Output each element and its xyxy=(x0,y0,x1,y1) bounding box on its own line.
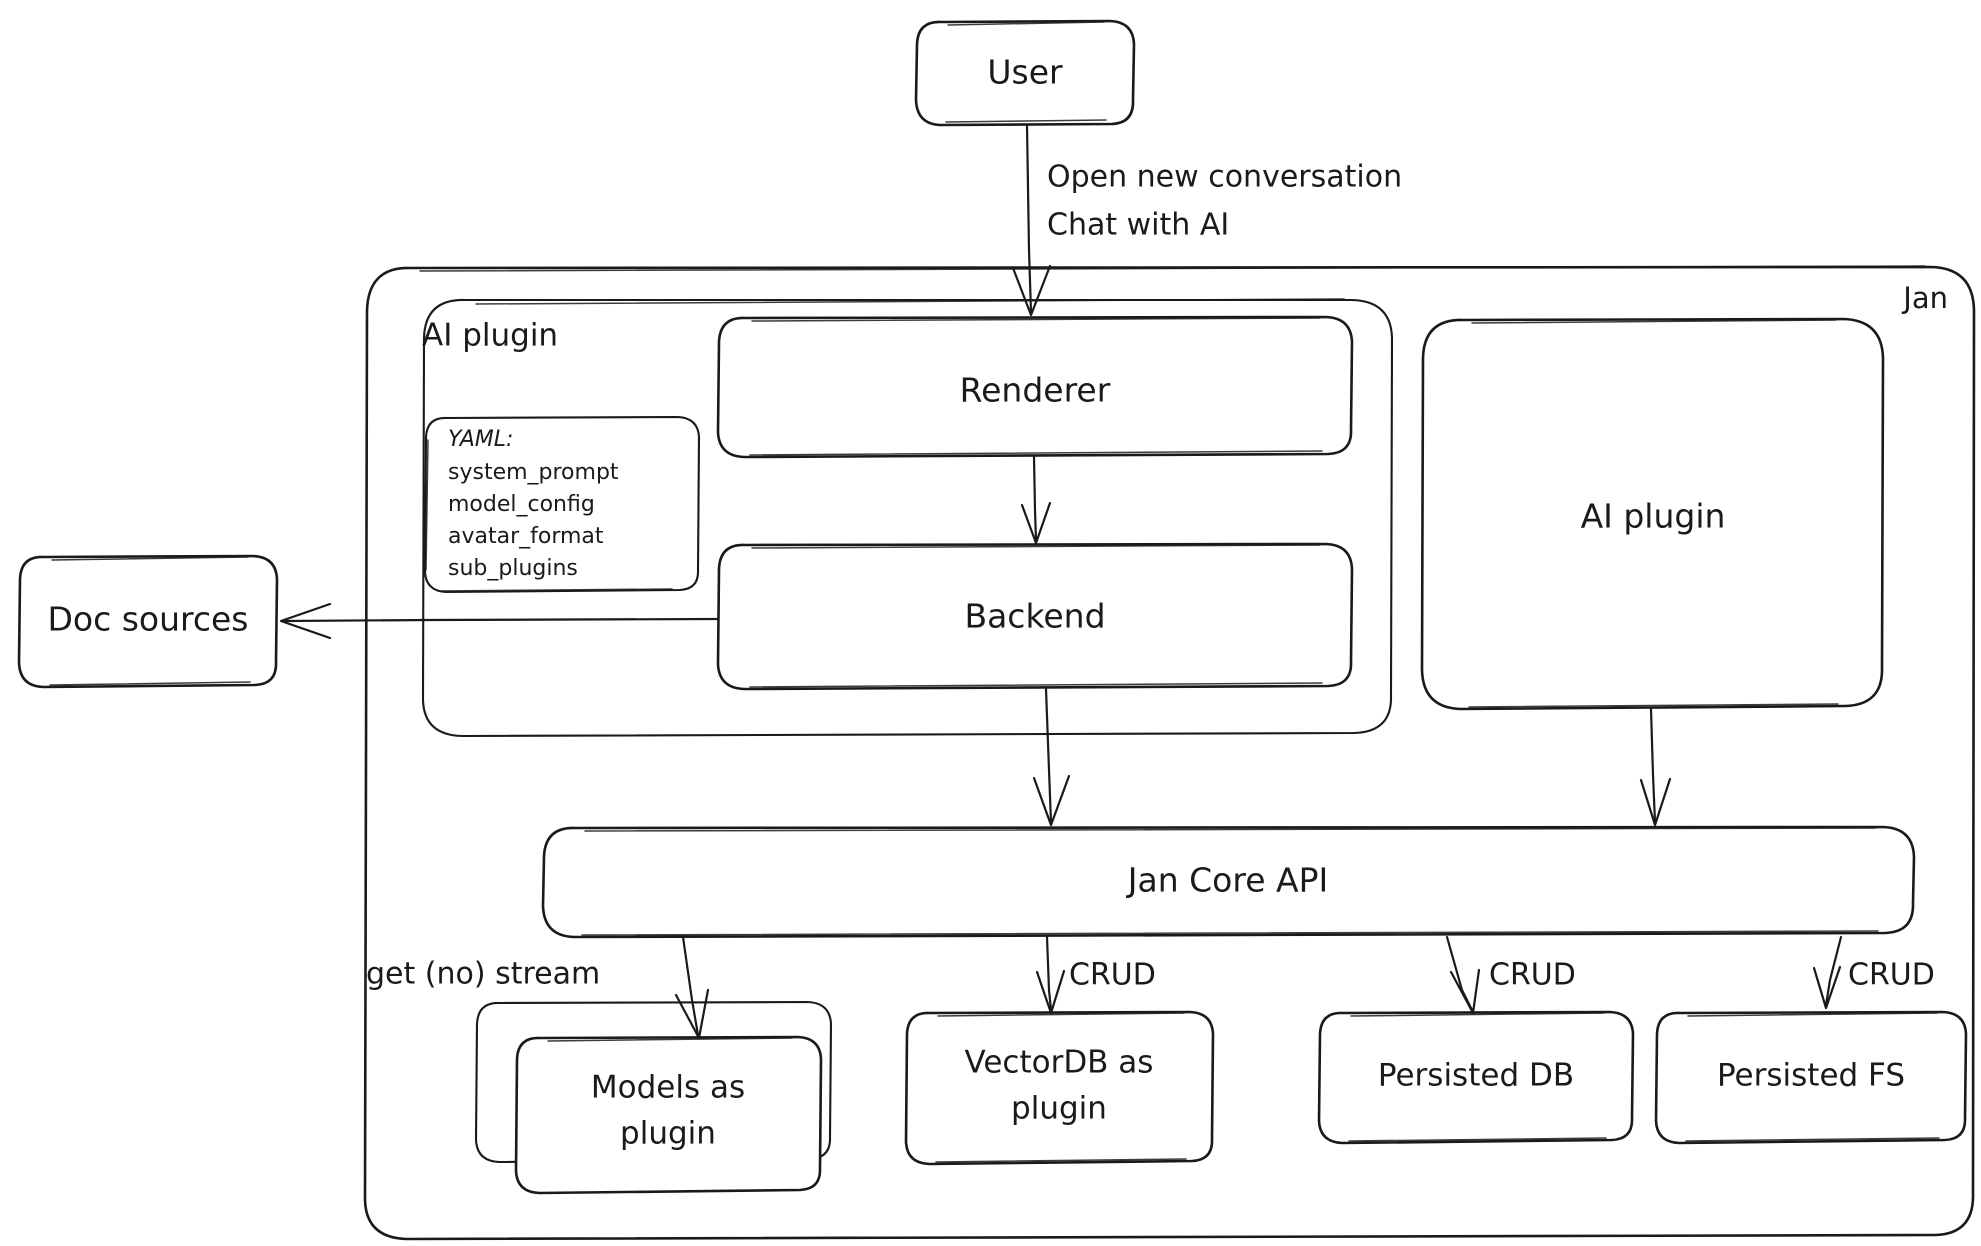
jan-container-label: Jan xyxy=(1901,281,1948,315)
ai-plugin-box[interactable]: AI plugin xyxy=(1420,317,1885,711)
renderer-node-label: Renderer xyxy=(960,371,1111,410)
doc-sources-node-label: Doc sources xyxy=(47,600,248,639)
persisted-db-node[interactable]: Persisted DB xyxy=(1317,1010,1635,1145)
ai-plugin-group-label: AI plugin xyxy=(422,318,558,354)
models-plugin-node-label-line2: plugin xyxy=(620,1116,716,1152)
vectordb-plugin-node[interactable]: VectorDB as plugin xyxy=(904,1010,1215,1166)
renderer-node[interactable]: Renderer xyxy=(716,315,1354,459)
edge-core-to-vectordb: CRUD xyxy=(1035,935,1156,1015)
models-plugin-node-label-line1: Models as xyxy=(591,1070,745,1106)
jan-core-api-node[interactable]: Jan Core API xyxy=(541,825,1916,939)
yaml-note-box[interactable]: YAML: system_prompt model_config avatar_… xyxy=(423,415,701,594)
user-node-label: User xyxy=(987,53,1063,92)
edge-renderer-to-backend xyxy=(1020,455,1052,545)
persisted-fs-node[interactable]: Persisted FS xyxy=(1654,1010,1968,1145)
yaml-note-line-1: model_config xyxy=(448,492,595,517)
yaml-note-line-2: avatar_format xyxy=(448,524,604,549)
edge-core-to-models-label: get (no) stream xyxy=(366,957,600,992)
yaml-note-title: YAML: xyxy=(448,427,513,452)
backend-node-label: Backend xyxy=(964,597,1105,636)
jan-core-api-node-label: Jan Core API xyxy=(1126,861,1328,900)
vectordb-plugin-node-label-line1: VectorDB as xyxy=(965,1045,1154,1081)
edge-core-to-vectordb-label: CRUD xyxy=(1069,958,1156,993)
edge-backend-to-core xyxy=(1032,687,1071,827)
edge-user-to-renderer-label-line2: Chat with AI xyxy=(1047,208,1229,243)
doc-sources-node[interactable]: Doc sources xyxy=(17,554,279,689)
edge-core-to-persisted-fs: CRUD xyxy=(1812,935,1935,1010)
yaml-note-line-0: system_prompt xyxy=(448,460,619,485)
persisted-db-node-label: Persisted DB xyxy=(1378,1058,1574,1094)
yaml-note-line-3: sub_plugins xyxy=(448,556,578,581)
edge-core-to-persisted-db: CRUD xyxy=(1445,935,1576,1015)
edge-user-to-renderer: Open new conversation Chat with AI xyxy=(1011,123,1402,317)
persisted-fs-node-label: Persisted FS xyxy=(1717,1058,1905,1094)
edge-ai-plugin-to-core xyxy=(1639,707,1672,827)
models-plugin-node[interactable]: Models as plugin xyxy=(474,1000,833,1195)
edge-backend-to-doc-sources xyxy=(279,602,720,640)
ai-plugin-box-label: AI plugin xyxy=(1581,497,1726,536)
edge-core-to-persisted-fs-label: CRUD xyxy=(1848,958,1935,993)
user-node[interactable]: User xyxy=(914,19,1136,127)
backend-node[interactable]: Backend xyxy=(716,542,1354,691)
edge-core-to-persisted-db-label: CRUD xyxy=(1489,958,1576,993)
edge-core-to-models: get (no) stream xyxy=(366,935,710,1040)
vectordb-plugin-node-label-line2: plugin xyxy=(1011,1091,1107,1127)
edge-user-to-renderer-label-line1: Open new conversation xyxy=(1047,160,1402,195)
